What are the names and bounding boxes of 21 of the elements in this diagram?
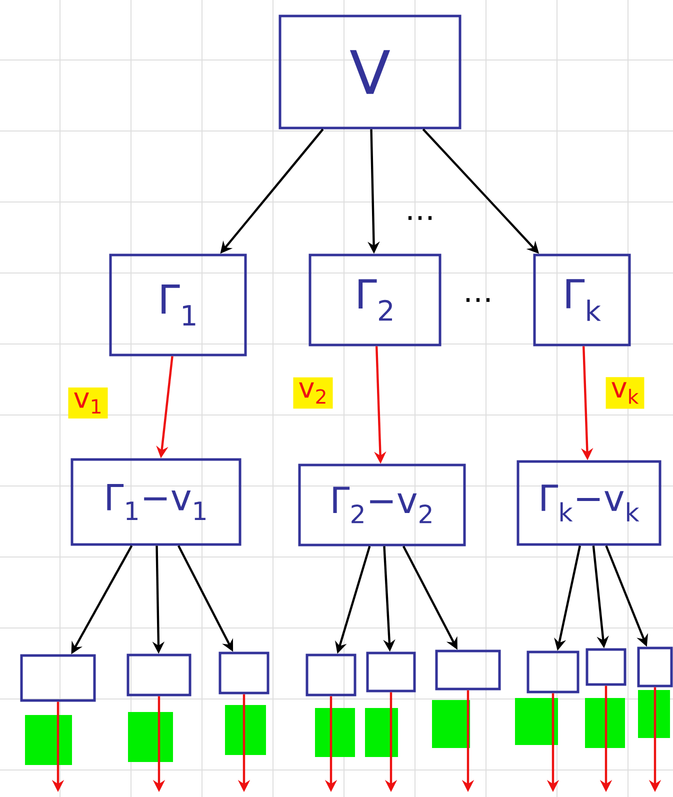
process-box: Γ$_{1}$ xyxy=(109,254,247,356)
ellipsis-mark: … xyxy=(466,298,490,302)
process-box: Γ$_{k}$ xyxy=(533,254,631,346)
process-box: V xyxy=(278,14,462,130)
ellipsis-mark: … xyxy=(408,216,432,220)
empty-box xyxy=(218,652,270,694)
empty-box xyxy=(366,652,416,692)
empty-box xyxy=(126,654,192,696)
empty-box xyxy=(637,646,673,688)
edge-label: v$_{k}$ xyxy=(606,377,644,409)
process-box: Γ$_{2}$−v$_{2}$ xyxy=(298,464,466,546)
edge-label: v$_{2}$ xyxy=(293,377,333,409)
empty-box xyxy=(306,654,356,696)
process-box: Γ$_{k}$−v$_{k}$ xyxy=(516,460,662,546)
edge-label: v$_{1}$ xyxy=(68,387,108,418)
empty-box xyxy=(526,650,580,694)
process-box: Γ$_{2}$ xyxy=(308,254,442,346)
empty-box xyxy=(586,648,626,686)
process-box: Γ$_{1}$−v$_{1}$ xyxy=(70,458,242,546)
empty-box xyxy=(435,650,501,690)
empty-box xyxy=(20,654,96,702)
